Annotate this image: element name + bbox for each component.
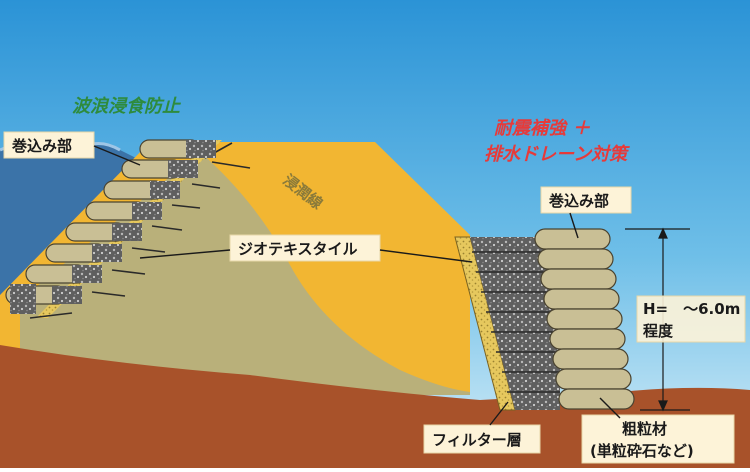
left-bag-row bbox=[25, 264, 102, 284]
right-wrap-label-box bbox=[540, 186, 632, 214]
right-bag-row bbox=[537, 248, 614, 270]
left-wrap-label: 巻込み部 bbox=[11, 137, 72, 155]
right-wrapped-bags bbox=[534, 228, 635, 410]
height-label-box bbox=[636, 295, 746, 343]
wave-erosion-heading: 波浪浸食防止 bbox=[72, 96, 182, 117]
left-bag-row bbox=[85, 201, 162, 221]
filter-label-box bbox=[423, 424, 541, 454]
seismic-heading-line2: 排水ドレーン対策 bbox=[484, 144, 630, 165]
filter-label: フィルター層 bbox=[432, 431, 522, 449]
left-bag-row bbox=[103, 180, 180, 200]
right-gravel-core bbox=[470, 237, 560, 410]
geotextile-leader-left bbox=[139, 249, 231, 259]
height-label-line2: 程度 bbox=[643, 322, 674, 340]
foundation-ground bbox=[0, 345, 750, 468]
height-label-line1: H= ～6.0m bbox=[643, 300, 740, 318]
geotextile-label: ジオテキスタイル bbox=[238, 240, 358, 258]
filter-leader bbox=[489, 401, 509, 426]
coarse-leader bbox=[599, 397, 621, 419]
right-bag-row bbox=[558, 388, 635, 410]
right-bag-row bbox=[549, 328, 626, 350]
left-toe-gravel bbox=[10, 284, 36, 314]
geotextile-leader-right bbox=[379, 249, 473, 263]
left-bag-row bbox=[45, 243, 122, 263]
geotextile-label-box bbox=[229, 234, 381, 262]
coarse-label-line1: 粗粒材 bbox=[622, 420, 667, 438]
seismic-heading-line1: 耐震補強 ＋ bbox=[494, 118, 590, 139]
right-bag-row bbox=[540, 268, 617, 290]
coarse-label-box bbox=[581, 414, 735, 464]
right-bag-row bbox=[552, 348, 629, 370]
right-bag-row bbox=[546, 308, 623, 330]
right-bag-row bbox=[543, 288, 620, 310]
coarse-label-line2: (単粒砕石など) bbox=[590, 442, 694, 460]
right-bag-row bbox=[555, 368, 632, 390]
left-wrap-leader bbox=[93, 145, 141, 166]
right-wrap-leader bbox=[569, 212, 579, 239]
right-wrap-label: 巻込み部 bbox=[548, 192, 609, 210]
right-bag-row bbox=[534, 228, 611, 250]
left-bag-row bbox=[65, 222, 142, 242]
left-bag-row bbox=[139, 139, 216, 159]
left-wrap-label-box bbox=[3, 131, 95, 159]
